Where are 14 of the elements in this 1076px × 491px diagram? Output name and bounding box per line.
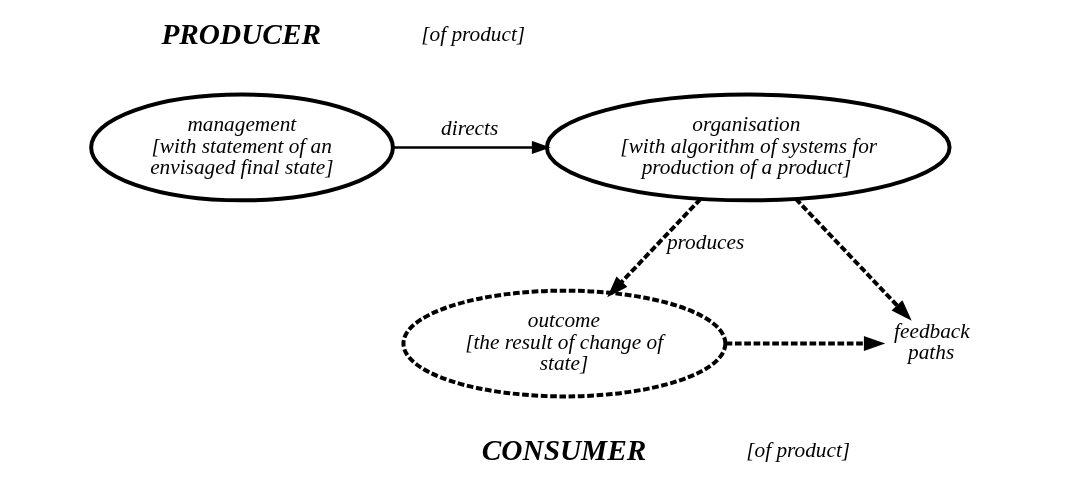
- arrow: [607, 197, 702, 298]
- label: [of product]: [421, 22, 526, 47]
- edge-label: produces: [666, 230, 745, 255]
- edge-label: directs: [441, 116, 499, 141]
- arrow: [794, 197, 912, 321]
- label: PRODUCER: [161, 17, 321, 50]
- label: [of product]: [746, 438, 851, 463]
- node-ellipse: management [with statement of an envisaged final state]: [89, 92, 395, 203]
- arrow: [725, 336, 886, 352]
- node-ellipse: outcome [the result of change of state]: [401, 288, 728, 399]
- node-ellipse: organisation [with algorithm of systems for production of a product]: [544, 92, 952, 203]
- node-text: feedback paths: [894, 318, 970, 365]
- label: CONSUMER: [481, 433, 647, 466]
- arrow: [392, 140, 551, 154]
